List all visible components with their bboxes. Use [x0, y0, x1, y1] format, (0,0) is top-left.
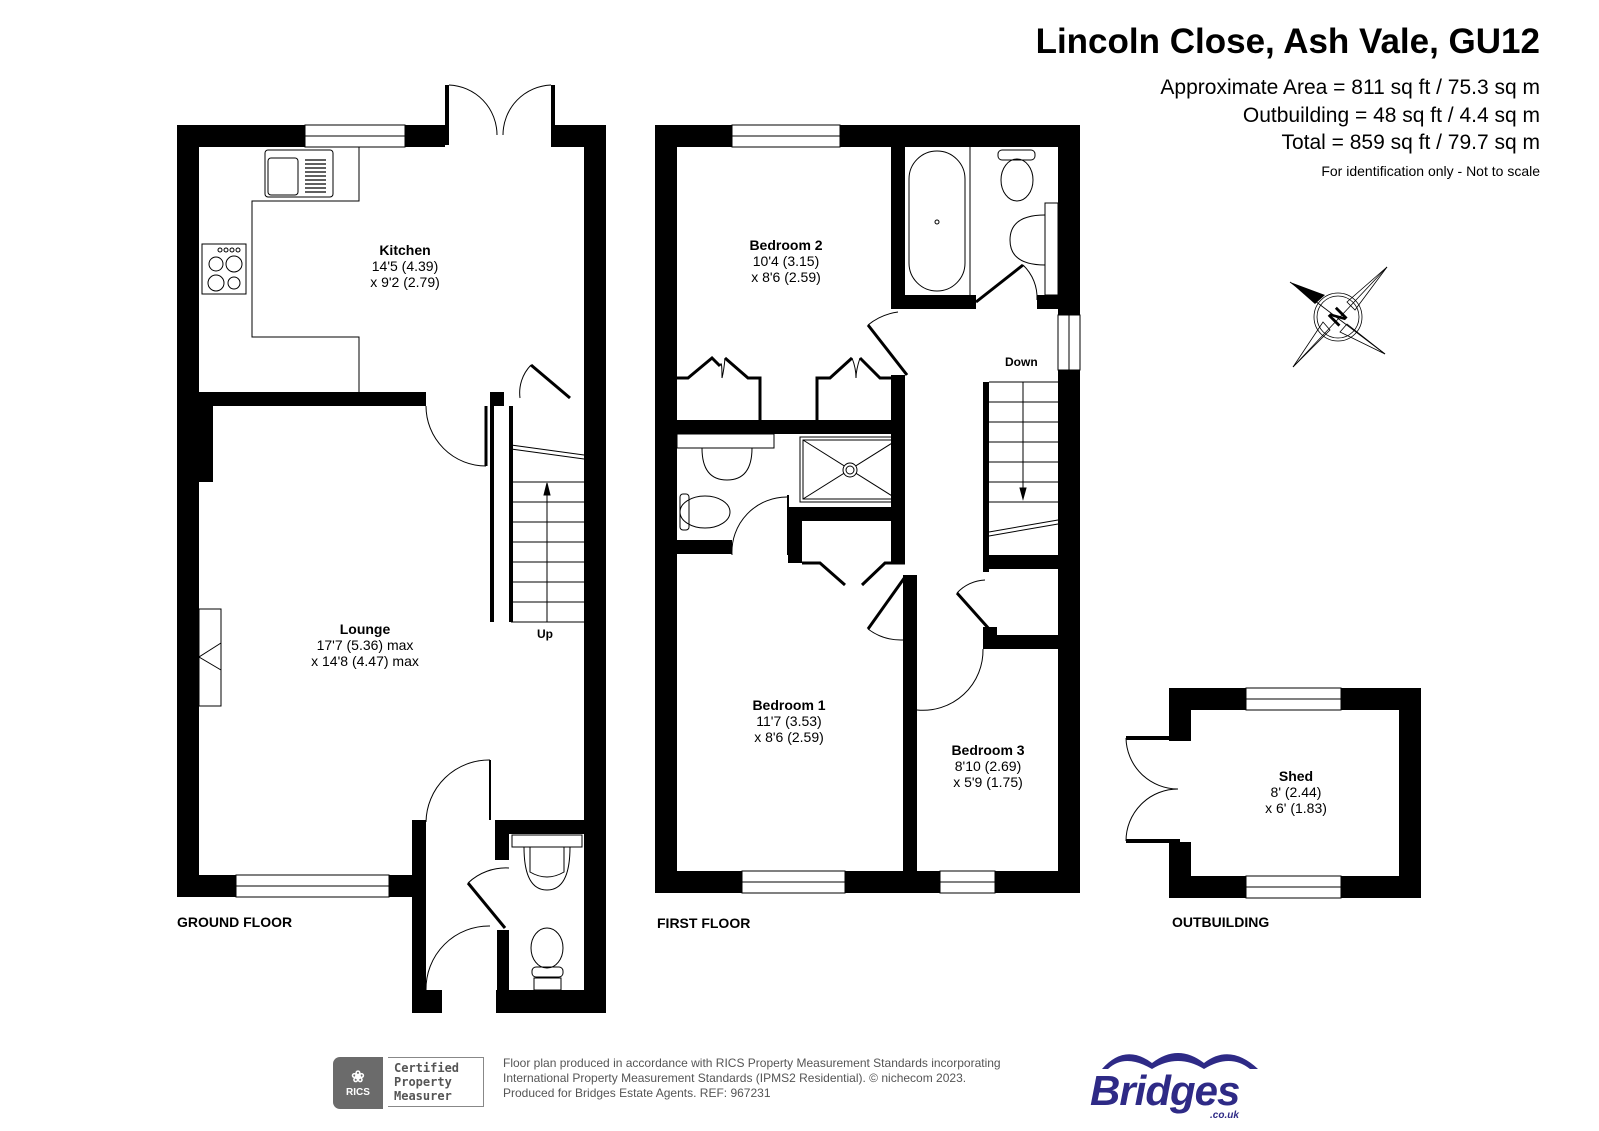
stairs-up-label: Up: [537, 627, 553, 641]
rics-lion-icon: ❀: [351, 1069, 365, 1086]
room-lounge: Lounge 17'7 (5.36) max x 14'8 (4.47) max: [311, 621, 419, 669]
outbuilding-details: [1125, 687, 1342, 899]
bridges-arches-icon: [1102, 1053, 1258, 1069]
rics-logo: ❀ RICS: [333, 1057, 383, 1109]
compass-north-icon: N: [1289, 266, 1388, 368]
rics-certified-badge: ❀ RICS Certified Property Measurer: [333, 1057, 493, 1110]
approximate-area: Approximate Area = 811 sq ft / 75.3 sq m: [1160, 76, 1540, 99]
room-bedroom-1: Bedroom 1 11'7 (3.53) x 8'6 (2.59): [752, 697, 826, 745]
total-area: Total = 859 sq ft / 79.7 sq m: [1281, 131, 1540, 154]
property-title: Lincoln Close, Ash Vale, GU12: [1035, 22, 1540, 61]
room-bedroom-2: Bedroom 2 10'4 (3.15) x 8'6 (2.59): [749, 237, 823, 285]
ground-floor-label: GROUND FLOOR: [177, 914, 293, 930]
footer-notice: Floor plan produced in accordance with R…: [503, 1056, 1001, 1100]
scale-disclaimer: For identification only - Not to scale: [1321, 163, 1540, 179]
ground-floor-plan: [177, 85, 606, 1013]
first-floor-label: FIRST FLOOR: [657, 915, 751, 931]
bridges-logo: Bridges .co.uk: [1090, 1043, 1265, 1121]
stairs-down-label: Down: [1005, 355, 1038, 369]
first-floor-plan: [655, 125, 1080, 893]
outbuilding-plan: [1126, 688, 1421, 898]
first-floor-details: [676, 124, 1081, 894]
room-shed: Shed 8' (2.44) x 6' (1.83): [1265, 768, 1327, 816]
room-bedroom-3: Bedroom 3 8'10 (2.69) x 5'9 (1.75): [951, 742, 1025, 790]
outbuilding-area: Outbuilding = 48 sq ft / 4.4 sq m: [1242, 104, 1540, 127]
outbuilding-label: OUTBUILDING: [1172, 914, 1270, 930]
room-kitchen: Kitchen 14'5 (4.39) x 9'2 (2.79): [370, 242, 440, 290]
ground-floor-details: [198, 84, 585, 991]
rics-certification-text: Certified Property Measurer: [388, 1057, 484, 1107]
